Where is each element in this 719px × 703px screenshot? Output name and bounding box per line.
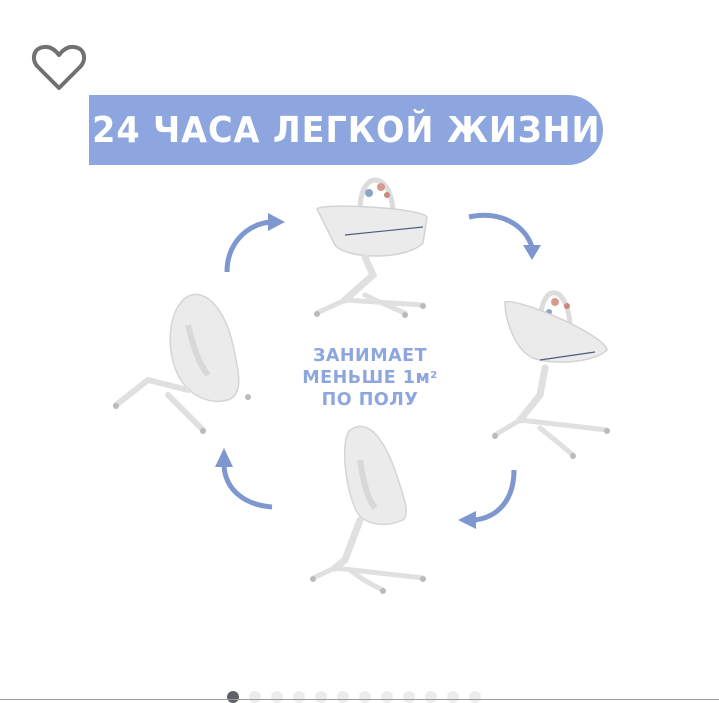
arrow-bottom-left-icon <box>215 448 273 510</box>
caption-line-1: ЗАНИМАЕТ <box>312 346 428 366</box>
carousel-dot-12[interactable] <box>469 691 481 703</box>
carousel-dot-2[interactable] <box>249 691 261 703</box>
carousel-dot-10[interactable] <box>425 691 437 703</box>
bassinet-tilted-illustration <box>492 290 610 459</box>
high-chair-illustration <box>310 425 426 594</box>
carousel-dot-9[interactable] <box>403 691 415 703</box>
title-banner: 24 ЧАСА ЛЕГКОЙ ЖИЗНИ <box>89 95 603 165</box>
carousel-dot-6[interactable] <box>337 691 349 703</box>
caption-line-3: ПО ПОЛУ <box>321 390 419 410</box>
carousel-dot-7[interactable] <box>359 691 371 703</box>
caption-line-2: МЕНЬШЕ 1м2 <box>302 368 438 388</box>
carousel-dot-8[interactable] <box>381 691 393 703</box>
carousel-dot-4[interactable] <box>293 691 305 703</box>
carousel-dot-3[interactable] <box>271 691 283 703</box>
arrow-top-right-icon <box>468 212 541 260</box>
carousel-dot-11[interactable] <box>447 691 459 703</box>
recliner-illustration <box>113 293 251 434</box>
banner-title: 24 ЧАСА ЛЕГКОЙ ЖИЗНИ <box>91 109 601 151</box>
arrow-bottom-right-icon <box>458 469 517 529</box>
arrow-top-left-icon <box>224 213 285 273</box>
carousel-dot-1[interactable] <box>227 691 239 703</box>
footprint-caption: ЗАНИМАЕТ МЕНЬШЕ 1м2 ПО ПОЛУ <box>290 345 450 411</box>
carousel-pagination <box>227 691 481 703</box>
heart-icon[interactable] <box>30 42 88 94</box>
bassinet-high-illustration <box>314 177 428 318</box>
carousel-dot-5[interactable] <box>315 691 327 703</box>
